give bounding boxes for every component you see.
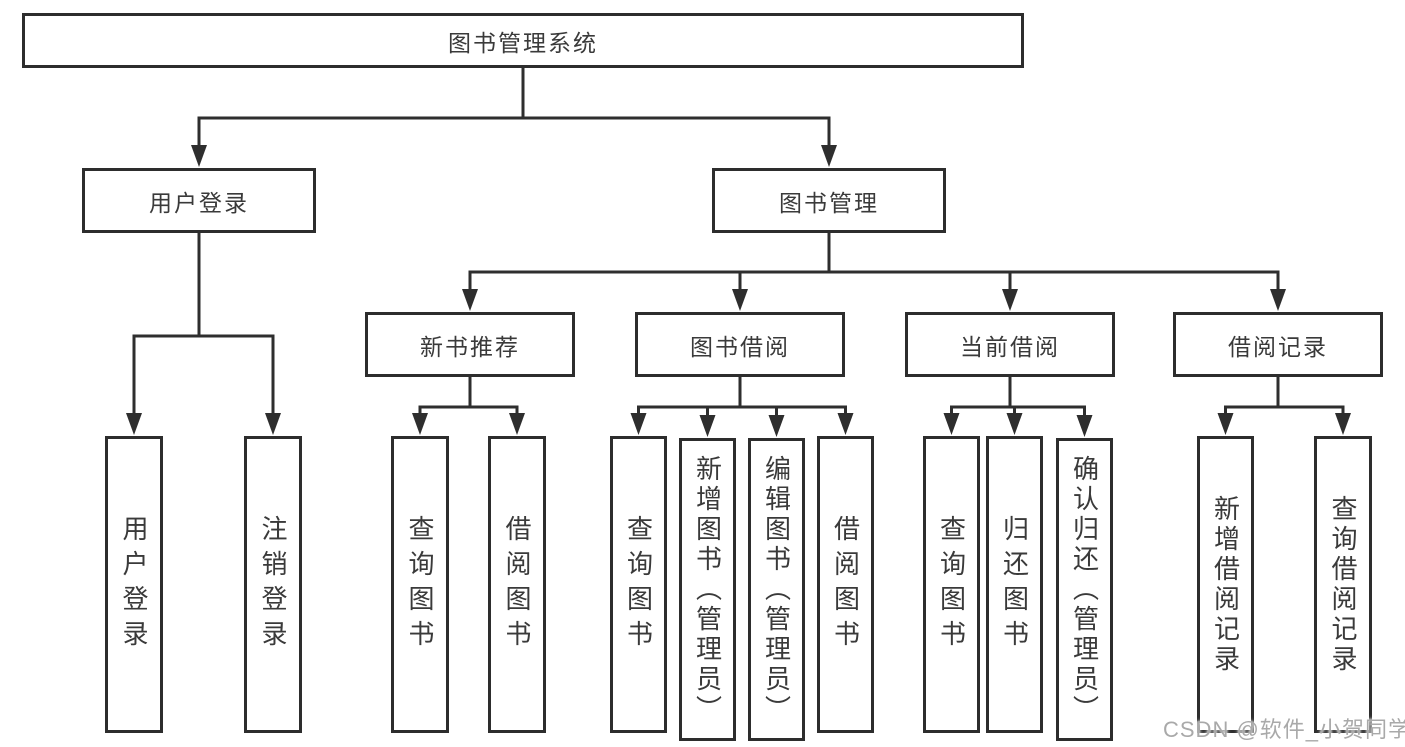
node-label: 图书借阅 [690,333,790,360]
arrowhead-leaf-user-login [126,413,142,435]
arrowhead-leaf-bb-edit [768,415,785,437]
node-leaf-br-add: 新增借阅记录 [1197,436,1254,733]
watermark: CSDN @软件_小贺同学 [1163,717,1405,742]
node-label: 新书推荐 [420,333,520,360]
node-borrow-records: 借阅记录 [1173,312,1383,377]
arrowhead-borrow-records [1270,289,1286,311]
node-label: 用户登录 [119,514,149,655]
node-label: 编辑图书（管理员） [761,454,792,725]
node-label: 用户登录 [149,189,249,216]
arrowhead-leaf-nbr-query [412,413,428,435]
arrowhead-leaf-bb-borrow [837,413,854,435]
node-label: 借阅图书 [830,514,861,655]
node-leaf-bb-query: 查询图书 [610,436,667,733]
node-label: 确认归还（管理员） [1069,454,1100,725]
node-leaf-cb-return: 归还图书 [986,436,1043,733]
node-label: 查询借阅记录 [1328,494,1358,675]
node-leaf-br-query: 查询借阅记录 [1314,436,1372,733]
node-label: 借阅记录 [1228,333,1328,360]
node-label: 查询图书 [623,514,654,655]
node-label: 新增借阅记录 [1210,494,1241,675]
node-root: 图书管理系统 [22,13,1024,68]
node-leaf-nbr-query: 查询图书 [391,436,449,733]
arrowhead-leaf-cb-return [1006,413,1023,435]
arrowhead-leaf-br-add [1217,413,1234,435]
node-label: 查询图书 [936,514,967,655]
arrowhead-leaf-bb-query [630,413,647,435]
node-leaf-bb-borrow: 借阅图书 [817,436,874,733]
node-leaf-cb-confirm: 确认归还（管理员） [1056,438,1113,741]
arrowhead-leaf-bb-add [699,415,716,437]
arrowhead-leaf-logout [265,413,281,435]
node-user-login: 用户登录 [82,168,316,233]
arrowhead-leaf-cb-confirm [1076,415,1093,437]
arrowhead-leaf-cb-query [943,413,960,435]
node-leaf-bb-edit: 编辑图书（管理员） [748,438,805,741]
node-label: 图书管理 [779,189,879,216]
node-label: 借阅图书 [502,514,532,655]
arrowhead-user-login [191,145,207,167]
arrowhead-leaf-nbr-borrow [509,413,525,435]
node-label: 新增图书（管理员） [692,454,723,725]
node-new-book-rec: 新书推荐 [365,312,575,377]
node-label: 图书管理系统 [448,29,598,56]
arrowhead-new-book-rec [462,289,478,311]
node-leaf-user-login: 用户登录 [105,436,163,733]
arrowhead-current-borrow [1002,289,1018,311]
node-label: 当前借阅 [960,333,1060,360]
node-leaf-logout: 注销登录 [244,436,302,733]
node-leaf-cb-query: 查询图书 [923,436,980,733]
node-label: 查询图书 [405,514,435,655]
arrowhead-book-mgmt [821,145,837,167]
node-book-borrow: 图书借阅 [635,312,845,377]
node-book-mgmt: 图书管理 [712,168,946,233]
arrowhead-book-borrow [732,289,748,311]
arrowhead-leaf-br-query [1335,413,1351,435]
node-leaf-nbr-borrow: 借阅图书 [488,436,546,733]
node-label: 归还图书 [999,514,1030,655]
node-leaf-bb-add: 新增图书（管理员） [679,438,736,741]
node-current-borrow: 当前借阅 [905,312,1115,377]
node-label: 注销登录 [258,514,288,655]
